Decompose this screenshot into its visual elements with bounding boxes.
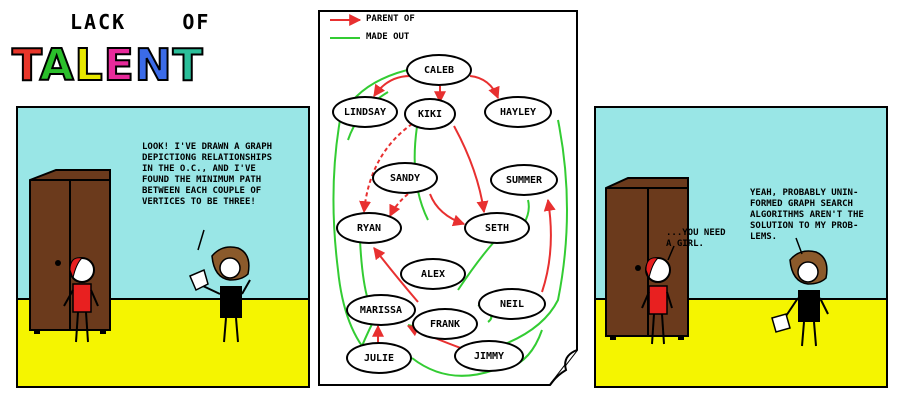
kid-character — [641, 245, 675, 345]
graph-node-lindsay: LINDSAY — [332, 96, 398, 128]
edge-parent-caleb-hayley — [469, 75, 500, 100]
edge-parent-sandy-ryan — [389, 193, 409, 218]
wardrobe — [29, 169, 111, 334]
title-letter-l: L — [74, 39, 104, 92]
madeout-edges — [332, 67, 568, 377]
title-word-lack: LACK — [70, 10, 127, 34]
legend-parent-label: PARENT OF — [366, 14, 415, 24]
graph-node-seth: SETH — [464, 212, 530, 244]
parent-edges — [359, 75, 556, 351]
edge-madeout-6 — [465, 119, 568, 357]
edge-parent-neil-summer — [541, 198, 556, 293]
graph-node-alex: ALEX — [400, 258, 466, 290]
edge-madeout-5 — [457, 241, 495, 291]
title-letter-e: E — [103, 39, 135, 92]
edge-madeout-1 — [332, 67, 417, 359]
kid-character — [63, 257, 99, 343]
girl-character — [189, 229, 251, 343]
graph-node-neil: NEIL — [478, 288, 546, 320]
graph-node-jimmy: JIMMY — [454, 340, 524, 372]
graph-node-kiki: KIKI — [404, 98, 456, 130]
title-letter-t: T — [11, 39, 40, 92]
title-letter-n: N — [134, 39, 173, 92]
edge-parent-caleb-lindsay — [373, 75, 411, 97]
panel-3: ...YOU NEED A GIRL. YEAH, PROBABLY UNIN-… — [594, 106, 888, 388]
graph-node-marissa: MARISSA — [346, 294, 416, 326]
title-letter-a: A — [39, 39, 75, 92]
wardrobe — [605, 177, 689, 340]
panel-3-speech-girl: YEAH, PROBABLY UNIN-FORMED GRAPH SEARCH … — [750, 188, 864, 242]
panel-1: LOOK! I'VE DRAWN A GRAPH DEPICTIONG RELA… — [16, 106, 310, 388]
panel-1-speech: LOOK! I'VE DRAWN A GRAPH DEPICTIONG RELA… — [142, 142, 273, 207]
legend-madeout-label: MADE OUT — [366, 32, 410, 42]
panel-3-speech-kid: ...YOU NEED A GIRL. — [666, 228, 726, 249]
title-word-of: OF — [182, 10, 211, 34]
graph-node-summer: SUMMER — [490, 164, 558, 196]
panel-2-graph-paper: PARENT OF MADE OUT CALEB LINDSAY KIKI HA… — [318, 10, 578, 386]
paper-curl — [549, 349, 578, 386]
panel-3-scene — [605, 177, 829, 347]
graph-node-hayley: HAYLEY — [484, 96, 552, 128]
title-small: LACK OF — [70, 10, 210, 34]
graph-node-caleb: CALEB — [406, 54, 472, 86]
edge-parent-kiki-seth — [453, 125, 489, 214]
graph-node-ryan: RYAN — [336, 212, 402, 244]
edge-parent-frank-ryan — [373, 247, 419, 303]
girl-character — [771, 237, 829, 347]
graph-node-sandy: SANDY — [372, 162, 438, 194]
panel-1-scene — [29, 169, 251, 343]
graph-node-julie: JULIE — [346, 342, 412, 374]
title-letter-t2: T — [172, 39, 204, 92]
edge-parent-sandy-seth — [429, 193, 466, 227]
title-big: TALENT — [11, 39, 204, 92]
graph-node-frank: FRANK — [412, 308, 478, 340]
